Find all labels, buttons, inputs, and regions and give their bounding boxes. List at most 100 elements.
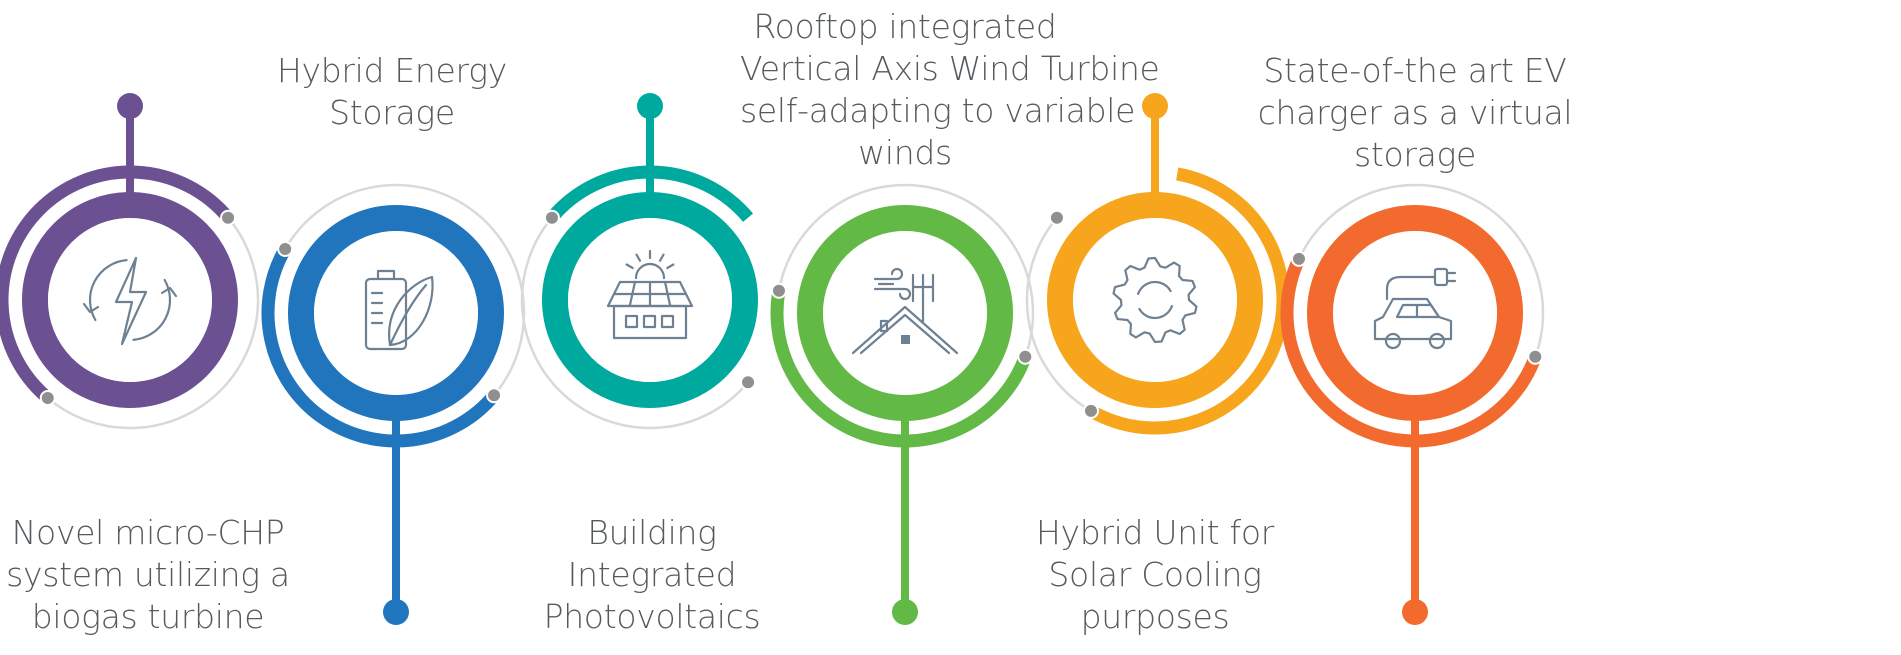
inner-ring — [22, 192, 238, 408]
window — [624, 314, 639, 329]
label-line: winds — [858, 133, 952, 172]
arc-end-dot — [39, 390, 56, 407]
outer-thin-arc — [1025, 216, 1092, 412]
label-line: Hybrid Unit for — [1035, 513, 1274, 552]
panel-line — [628, 280, 637, 308]
wheel — [1428, 332, 1446, 350]
cycle-arc — [1136, 280, 1172, 295]
ring-core — [1333, 231, 1497, 395]
inner-ring — [1307, 205, 1523, 421]
car-body — [1373, 297, 1453, 341]
wheel — [1384, 332, 1402, 350]
arc-end-dot — [277, 241, 294, 257]
label-line: Vertical Axis Wind Turbine — [740, 49, 1160, 88]
outer-thin-arc — [777, 183, 1035, 358]
outer-thick-arc — [0, 165, 234, 404]
sun-ray — [658, 253, 665, 262]
sun-ray — [635, 253, 642, 262]
arc-end-dot — [1527, 348, 1544, 365]
inner-ring — [797, 205, 1013, 421]
label-line: Storage — [329, 93, 455, 132]
window — [660, 314, 675, 329]
wind-gust — [873, 267, 912, 301]
outer-thick-arc — [1280, 256, 1542, 448]
label-line: Integrated — [567, 555, 737, 594]
outer-thin-arc — [46, 216, 260, 430]
sun-ray — [666, 263, 675, 270]
label-line: Novel micro-CHP — [11, 513, 285, 552]
label-line: self-adapting to variable — [740, 91, 1136, 130]
stem-dot — [637, 93, 663, 119]
item-bipv — [520, 93, 758, 430]
ring-core — [314, 231, 478, 395]
arc-end-dot — [543, 209, 560, 226]
outer-thin-arc — [1297, 183, 1545, 358]
roof — [851, 305, 959, 355]
item-wind — [770, 183, 1035, 625]
plug-pins — [1445, 271, 1457, 283]
arc-end-dot — [1083, 402, 1099, 419]
arc-end-dot — [1048, 209, 1065, 226]
battery-leaf-icon — [364, 269, 434, 351]
sun-ray — [625, 263, 634, 270]
arrow-head — [82, 302, 100, 314]
solar-house-icon — [606, 249, 694, 340]
rooftop-wind-turbine-icon — [851, 267, 959, 355]
stem-dot — [117, 93, 143, 119]
label-wind: Rooftop integrated Vertical Axis Wind Tu… — [740, 6, 1160, 174]
panel-line — [663, 280, 672, 308]
arrow-head — [160, 286, 178, 298]
leaf — [388, 275, 434, 347]
arc-end-dot — [770, 282, 787, 299]
arc-end-dot — [486, 387, 503, 404]
label-line: Building — [587, 513, 717, 552]
label-line: charger as a virtual — [1257, 93, 1573, 132]
outer-thin-arc — [284, 183, 526, 397]
label-line: storage — [1353, 135, 1477, 174]
inner-ring — [1047, 192, 1263, 408]
outer-thick-arc — [546, 165, 754, 222]
inner-ring — [288, 205, 504, 421]
sun — [634, 262, 666, 280]
label-ev: State-of-the art EV charger as a virtual… — [1250, 50, 1580, 176]
item-cooling — [1025, 93, 1290, 435]
label-storage: Hybrid Energy Storage — [227, 50, 557, 134]
label-line: State-of-the art EV — [1263, 51, 1567, 90]
label-cooling: Hybrid Unit for Solar Cooling purposes — [990, 512, 1320, 638]
outer-thin-arc — [520, 216, 750, 430]
house-wall — [612, 304, 688, 340]
label-line: biogas turbine — [31, 597, 265, 636]
arc-end-dot — [1017, 348, 1034, 365]
stem-dot — [383, 599, 409, 625]
bolt — [114, 256, 148, 346]
label-line: purposes — [1080, 597, 1230, 636]
car-windows — [1395, 303, 1441, 319]
gear — [1112, 256, 1198, 344]
outer-thick-arc — [1087, 167, 1290, 435]
battery-cap — [376, 269, 396, 281]
turbine-blades — [911, 273, 935, 303]
stem-dot — [1402, 599, 1428, 625]
rings-layer — [0, 93, 1545, 625]
ring-core — [48, 218, 212, 382]
inner-ring — [542, 192, 758, 408]
label-chp: Novel micro-CHP system utilizing a bioga… — [0, 512, 313, 638]
ev-car-charger-icon — [1373, 267, 1457, 350]
stem-dot — [892, 599, 918, 625]
chimney — [879, 319, 889, 333]
ring-core — [823, 231, 987, 395]
item-ev — [1280, 183, 1545, 625]
roof-inner — [859, 313, 951, 355]
label-line: Solar Cooling — [1048, 555, 1262, 594]
ring-core — [1073, 218, 1237, 382]
cycle-arc — [1138, 305, 1174, 320]
label-line: system utilizing a — [6, 555, 290, 594]
label-line: Photovoltaics — [543, 597, 761, 636]
gear-cycle-icon — [1112, 256, 1198, 344]
window — [901, 335, 910, 344]
arc-end-dot — [740, 374, 757, 391]
label-line: Rooftop integrated — [753, 7, 1057, 46]
outer-thick-arc — [770, 289, 1032, 448]
lightning-cycle-icon — [82, 256, 178, 346]
